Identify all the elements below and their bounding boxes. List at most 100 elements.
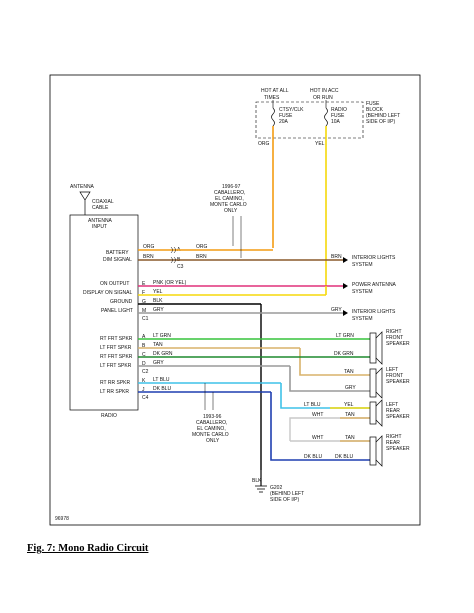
pin-c3: C3 xyxy=(177,264,184,270)
note-top-4: MONTE CARLO xyxy=(210,202,247,208)
svg-text:DK BLU: DK BLU xyxy=(153,386,171,392)
svg-text:TAN: TAN xyxy=(344,369,354,375)
svg-text:SIDE OF I/P): SIDE OF I/P) xyxy=(366,119,396,125)
hot-acc-1: HOT IN ACC xyxy=(310,88,339,94)
svg-text:GROUND: GROUND xyxy=(110,299,133,305)
svg-text:FUSE: FUSE xyxy=(366,101,380,107)
antenna-label: ANTENNA xyxy=(70,184,95,190)
ground-loc-2: SIDE OF I/P) xyxy=(270,497,300,503)
fuse-block-label-3: (BEHIND LEFT xyxy=(366,113,400,119)
wl-blk-bottom: BLK xyxy=(252,478,262,484)
pin-a: A xyxy=(142,334,146,340)
svg-text:CABLE: CABLE xyxy=(92,205,109,211)
sp-wl-tan3: TAN xyxy=(345,435,355,441)
svg-text:BATTERY: BATTERY xyxy=(106,250,129,256)
label-battery: BATTERY xyxy=(106,250,129,256)
pin-j: J xyxy=(142,387,145,393)
speaker-right-front xyxy=(369,331,383,365)
sp-wl-yel: YEL xyxy=(344,402,354,408)
svg-text:EL CAMINO,: EL CAMINO, xyxy=(197,426,226,432)
figure-caption: Fig. 7: Mono Radio Circuit xyxy=(27,543,149,554)
svg-text:LT BLU: LT BLU xyxy=(304,402,321,408)
sp-rr-1: RIGHT xyxy=(386,434,402,440)
svg-text:DIM SIGNAL: DIM SIGNAL xyxy=(103,257,132,263)
svg-text:GRY: GRY xyxy=(345,385,356,391)
note-bot-3: EL CAMINO, xyxy=(197,426,226,432)
svg-text:HOT AT ALL: HOT AT ALL xyxy=(261,88,289,94)
svg-text:RT RR SPKR: RT RR SPKR xyxy=(100,380,130,386)
pin-c1: C1 xyxy=(142,316,149,322)
arrow-brn-right xyxy=(343,257,348,263)
label-dim: DIM SIGNAL xyxy=(103,257,132,263)
fuse2-line2: FUSE xyxy=(331,113,345,119)
svg-text:C2: C2 xyxy=(142,369,149,375)
wl-pnk: PNK (OR YEL) xyxy=(153,280,187,286)
sp-wl-tan: TAN xyxy=(344,369,354,375)
svg-text:WHT: WHT xyxy=(312,435,323,441)
pin-g: G xyxy=(142,299,146,305)
svg-text:ON OUTPUT: ON OUTPUT xyxy=(100,281,129,287)
svg-text:SPEAKER: SPEAKER xyxy=(386,446,410,452)
svg-text:BRN: BRN xyxy=(196,254,207,260)
svg-text:LT GRN: LT GRN xyxy=(153,333,171,339)
svg-text:BRN: BRN xyxy=(143,254,154,260)
svg-text:DK BLU: DK BLU xyxy=(304,454,322,460)
antenna-icon xyxy=(79,191,91,215)
sp-wl-dkgrn: DK GRN xyxy=(334,351,354,357)
svg-text:LEFT: LEFT xyxy=(386,367,398,373)
svg-text:RT FRT SPKR: RT FRT SPKR xyxy=(100,336,133,342)
svg-text:TAN: TAN xyxy=(153,342,163,348)
pin-c: C xyxy=(142,352,146,358)
svg-text:BRN: BRN xyxy=(331,254,342,260)
svg-text:POWER ANTENNA: POWER ANTENNA xyxy=(352,282,397,288)
sp-lf-3: SPEAKER xyxy=(386,379,410,385)
wl-brn-right: BRN xyxy=(331,254,342,260)
pin-e: E xyxy=(142,281,146,287)
svg-text:WHT: WHT xyxy=(312,412,323,418)
svg-text:K: K xyxy=(142,378,146,384)
ground-loc-1: (BEHIND LEFT xyxy=(270,491,304,497)
svg-text:G: G xyxy=(142,299,146,305)
pin-b: B xyxy=(142,343,146,349)
ground-icon xyxy=(255,485,267,493)
svg-text:REAR: REAR xyxy=(386,440,400,446)
fuse1-line1: CTSY/CLK xyxy=(279,107,304,113)
pin-c2: C2 xyxy=(142,369,149,375)
svg-text:CTSY/CLK: CTSY/CLK xyxy=(279,107,304,113)
svg-text:LT RR SPKR: LT RR SPKR xyxy=(100,389,129,395)
svg-text:ONLY: ONLY xyxy=(206,438,220,444)
pin-m: M xyxy=(142,308,146,314)
note-bot-2: CABALLERO, xyxy=(196,420,227,426)
svg-text:LT FRT SPKR: LT FRT SPKR xyxy=(100,363,132,369)
svg-text:GRY: GRY xyxy=(153,360,164,366)
note-bot-5: ONLY xyxy=(206,438,220,444)
svg-text:INPUT: INPUT xyxy=(92,224,107,230)
label-org-fuse: ORG xyxy=(258,141,270,147)
svg-text:ORG: ORG xyxy=(196,244,208,250)
svg-text:96978: 96978 xyxy=(55,516,69,522)
note-bot-1: 1993-96 xyxy=(203,414,222,420)
pin-k: K xyxy=(142,378,146,384)
svg-text:DK BLU: DK BLU xyxy=(335,454,353,460)
svg-text:EL CAMINO,: EL CAMINO, xyxy=(215,196,244,202)
hot-all-1: HOT AT ALL xyxy=(261,88,289,94)
svg-text:RIGHT: RIGHT xyxy=(386,434,402,440)
svg-text:SYSTEM: SYSTEM xyxy=(352,289,373,295)
svg-text:C4: C4 xyxy=(142,395,149,401)
svg-text:COAXIAL: COAXIAL xyxy=(92,199,114,205)
svg-text:DK GRN: DK GRN xyxy=(334,351,354,357)
sp-wl-gry: GRY xyxy=(345,385,356,391)
fuse-block-label-4: SIDE OF I/P) xyxy=(366,119,396,125)
arrow-pnk xyxy=(343,283,348,289)
svg-text:1993-96: 1993-96 xyxy=(203,414,222,420)
svg-text:D: D xyxy=(142,361,146,367)
svg-text:J: J xyxy=(142,387,145,393)
svg-text:BLK: BLK xyxy=(252,478,262,484)
speaker-right-rear xyxy=(369,435,383,467)
wire-ltblu-route xyxy=(280,383,370,409)
hot-all-2: TIMES xyxy=(264,95,280,101)
svg-text:SPEAKER: SPEAKER xyxy=(386,414,410,420)
wl-gry: GRY xyxy=(153,307,164,313)
pin-d: D xyxy=(142,361,146,367)
